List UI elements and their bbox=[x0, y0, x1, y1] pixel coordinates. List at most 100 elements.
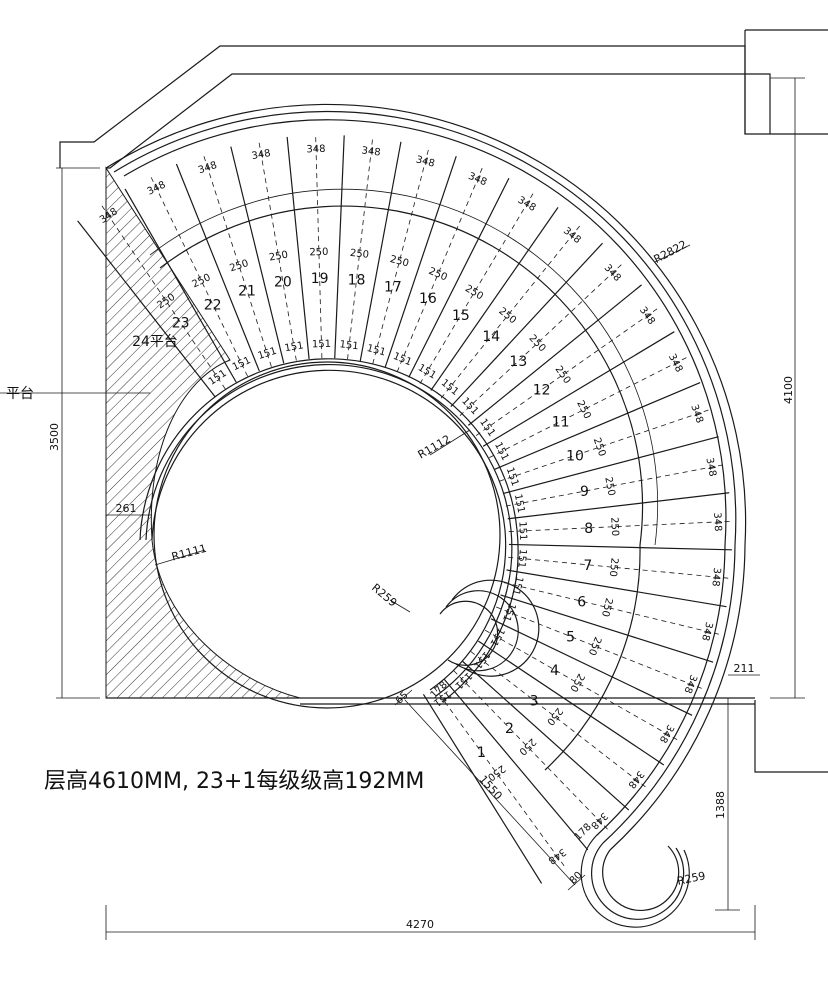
tread-line bbox=[490, 618, 693, 716]
tread-center-line bbox=[440, 224, 582, 399]
step-number: 21 bbox=[238, 284, 256, 300]
step-number: 12 bbox=[533, 383, 551, 399]
tread-line bbox=[430, 207, 559, 391]
tread-line bbox=[482, 331, 675, 447]
tread-line bbox=[462, 660, 630, 811]
tread-dimension: 250 bbox=[586, 635, 603, 657]
tread-dimension: 250 bbox=[389, 254, 410, 269]
tread-center-line bbox=[347, 137, 374, 360]
tread-line bbox=[507, 492, 730, 520]
tread-center-line bbox=[508, 520, 732, 532]
tread-dimension: 151 bbox=[512, 493, 526, 514]
tread-dimension: 348 bbox=[146, 180, 168, 198]
tread-dimension: 348 bbox=[699, 621, 714, 642]
step-number: 2 bbox=[505, 721, 514, 737]
tread-center-line bbox=[459, 263, 624, 416]
tread-dimension: 151 bbox=[439, 377, 461, 398]
wall-hatch bbox=[105, 166, 301, 699]
tread-dimension: 250 bbox=[228, 258, 250, 274]
tread-dimension: 250 bbox=[608, 517, 620, 537]
step-number: 16 bbox=[419, 291, 437, 307]
step-number: 18 bbox=[348, 273, 366, 289]
tread-line bbox=[506, 569, 727, 608]
tread-dimension: 151 bbox=[339, 339, 359, 352]
tread-line bbox=[286, 136, 310, 359]
tread-dimension: 348 bbox=[466, 171, 488, 189]
step-number: 5 bbox=[566, 629, 575, 645]
tread-dimension: 151 bbox=[515, 548, 528, 568]
tread-dimension: 250 bbox=[607, 557, 620, 577]
step-number: 4 bbox=[550, 663, 559, 679]
tread-center-line bbox=[315, 135, 323, 359]
tread-dimension: 348 bbox=[415, 154, 436, 169]
tread-dimension: 250 bbox=[526, 333, 547, 354]
tread-dimension: 151 bbox=[257, 346, 279, 362]
tread-line bbox=[508, 543, 732, 551]
wall-outline-inner bbox=[106, 73, 771, 169]
tread-center-line bbox=[100, 203, 226, 390]
tread-dimension: 250 bbox=[599, 597, 614, 618]
tread-dimension: 348 bbox=[561, 226, 583, 247]
tread-center-line bbox=[508, 556, 731, 579]
radius-well-inner: R1111 bbox=[170, 542, 208, 564]
step-number: 13 bbox=[509, 354, 527, 370]
tread-line bbox=[450, 242, 603, 408]
step-number: 23 bbox=[172, 316, 190, 332]
tread-dimension: 348 bbox=[251, 148, 272, 162]
scroll-right bbox=[580, 835, 690, 928]
tread-dimension: 348 bbox=[688, 403, 705, 425]
dim-diagonal-length: 1550 bbox=[476, 773, 504, 803]
tread-dimension: 348 bbox=[625, 768, 645, 790]
tread-dimension: 250 bbox=[191, 272, 213, 290]
tread-dimension: 151 bbox=[284, 340, 305, 354]
tread-lines bbox=[77, 135, 732, 884]
tread-center-line bbox=[453, 670, 610, 831]
step-number: 20 bbox=[274, 275, 292, 291]
tread-dimension: 151 bbox=[510, 575, 525, 596]
step-number: 7 bbox=[583, 558, 592, 574]
wall-box-top-right bbox=[744, 29, 828, 134]
tread-line bbox=[334, 135, 345, 359]
dim-wall-gap: 261 bbox=[116, 502, 137, 515]
tread-center-line bbox=[433, 686, 566, 868]
side-platform-label: 平台 bbox=[6, 386, 34, 402]
tread-dimension: 151 bbox=[504, 466, 521, 488]
tread-line bbox=[359, 141, 402, 362]
dim-landing-offset: 211 bbox=[734, 662, 755, 675]
dim-height-right: 4100 bbox=[782, 376, 795, 404]
step-number: 9 bbox=[580, 484, 589, 500]
tread-dimension: 348 bbox=[657, 722, 676, 744]
tread-dimension: 250 bbox=[463, 283, 485, 302]
outer-stringer bbox=[105, 103, 747, 851]
step-number: 8 bbox=[584, 521, 593, 537]
tread-center-line bbox=[484, 629, 680, 741]
tread-dimension: 348 bbox=[711, 512, 723, 532]
tread-dimension: 151 bbox=[516, 521, 528, 541]
step-number: 17 bbox=[384, 279, 402, 295]
tread-dimension: 250 bbox=[544, 705, 564, 727]
tread-center-line bbox=[372, 147, 430, 364]
radius-outer: R2822 bbox=[652, 238, 690, 266]
step-number: 22 bbox=[204, 297, 222, 313]
tread-dimension: 151 bbox=[391, 351, 413, 369]
tread-dimension: 151 bbox=[492, 441, 510, 463]
tread-center-line bbox=[149, 175, 248, 377]
tread-dimension: 250 bbox=[602, 476, 616, 497]
tread-dimension: 250 bbox=[574, 399, 592, 421]
radius-scroll-left: R259 bbox=[369, 581, 399, 609]
tread-line bbox=[408, 177, 510, 378]
tread-center-line bbox=[258, 140, 297, 361]
tread-dimension: 250 bbox=[268, 250, 289, 264]
tread-center-line bbox=[489, 356, 689, 458]
step-number: 15 bbox=[452, 308, 470, 324]
tread-dimension: 151 bbox=[487, 626, 506, 648]
wall-box-bottom-right bbox=[754, 700, 828, 773]
tread-center-line bbox=[496, 606, 704, 690]
tread-dimension: 151 bbox=[477, 417, 497, 439]
dimension-lines bbox=[0, 77, 805, 940]
tread-dimension: 348 bbox=[666, 352, 684, 374]
tread-dimension: 250 bbox=[309, 247, 328, 259]
scroll-left bbox=[439, 579, 540, 677]
